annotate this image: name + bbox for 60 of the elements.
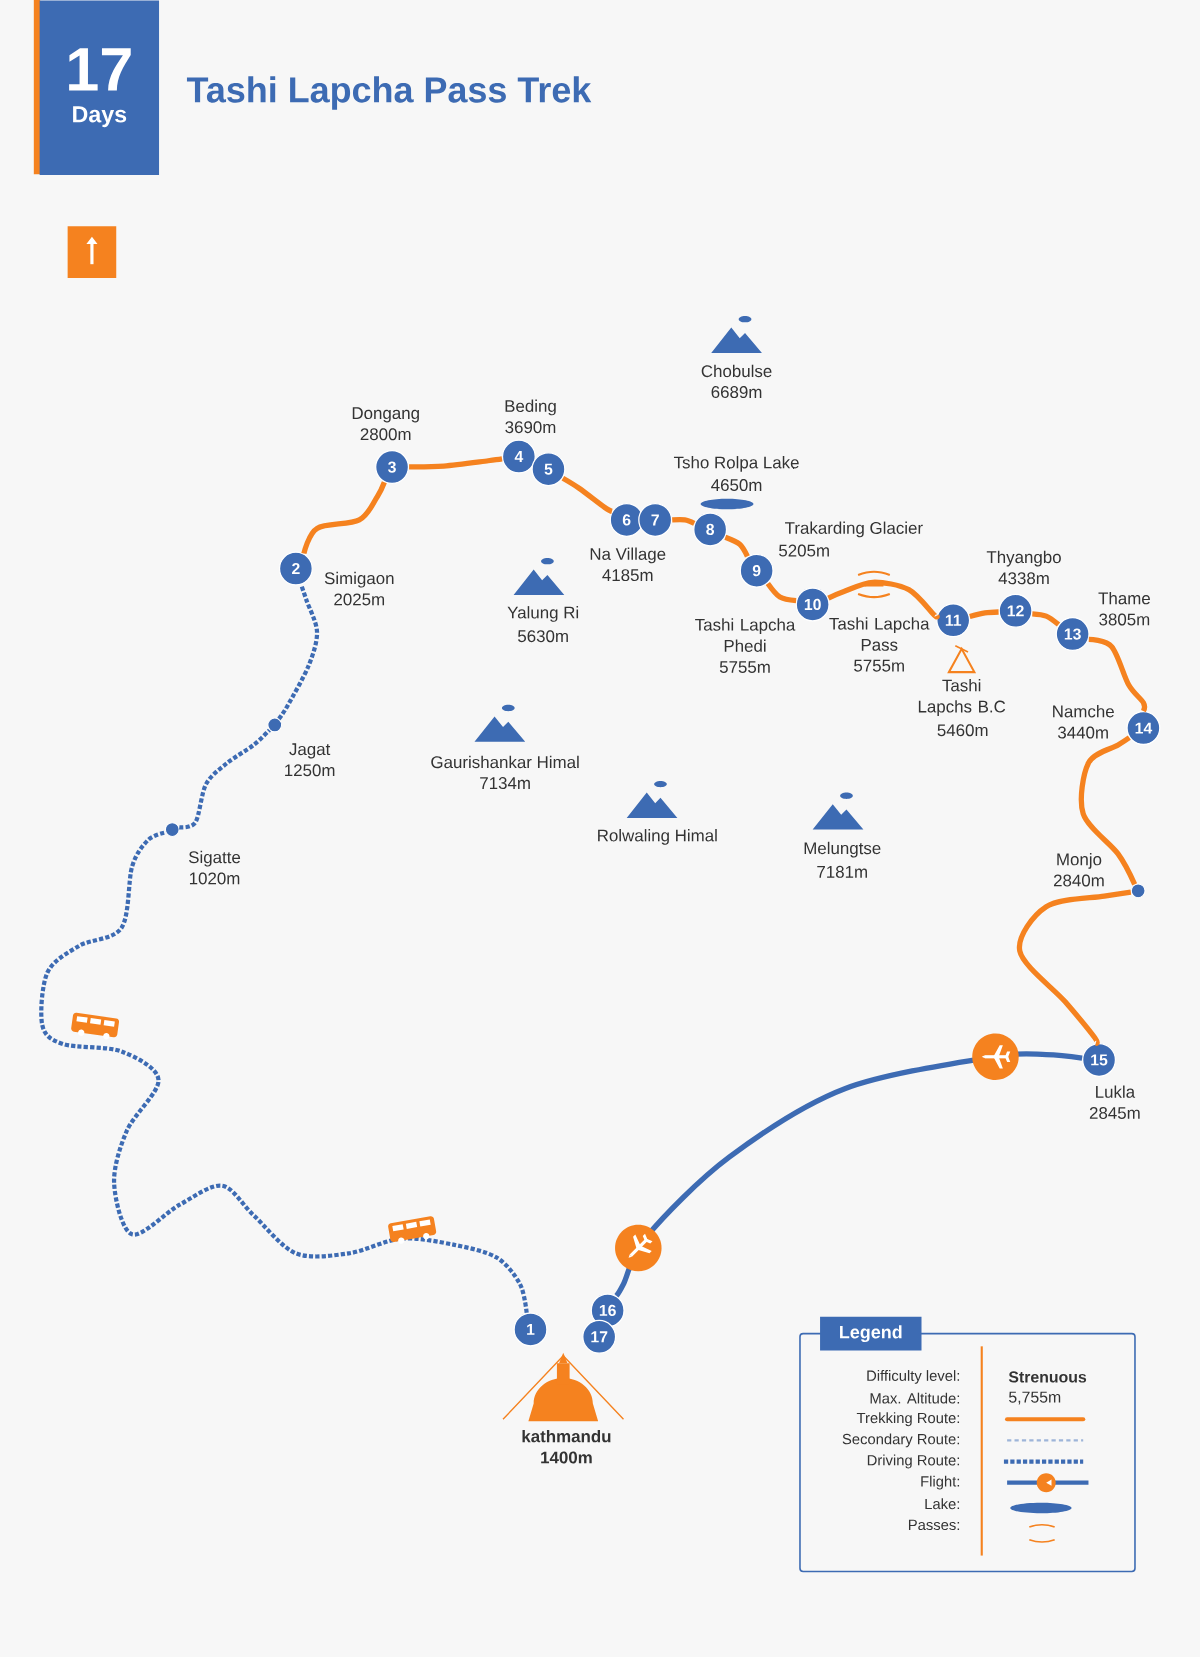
legend-text: Lake: [925,1498,959,1510]
place-label: Gaurishankar Himal [431,755,579,769]
place-label: Tashi Lapcha Pass [829,617,930,651]
legend-text: Trekking Route: [856,1412,959,1427]
place-label: Tashi Lapcha Phedi 5755m [694,618,796,674]
legend-text: Flight: [921,1475,959,1490]
route-line [1078,735,1137,886]
legend-text: Passes: [908,1519,959,1531]
place-label: Lukla 2845m [1089,1085,1140,1119]
place-label: Monjo 2840m [1053,852,1104,887]
route-line [277,584,319,721]
place-label: Jagat 1250m [284,743,335,777]
route-line [301,481,387,555]
place-label: Melungtse [804,841,881,858]
place-label: Namche 3440m [1052,705,1114,739]
place-label: 5630m [517,630,568,643]
route-line [968,609,999,620]
place-label: 5755m [853,659,904,672]
route-line [671,517,696,526]
route-line [408,456,503,470]
place-label: Rolwaling Himal [597,829,717,845]
title: Tashi Lapcha Pass Trek [186,76,592,110]
place-label: 7181m [817,865,867,878]
place-label: 7134m [479,777,530,790]
legend-value: Strenuous [1008,1371,1086,1383]
place-label: Yalung Ri [507,606,578,622]
place-label: Dongang 2800m [352,407,419,441]
legend-value: 5,755m [1008,1391,1060,1405]
stupa-drawing [502,1352,624,1422]
place-label: Simigaon 2025m [324,571,394,606]
place-label: Beding 3690m [505,399,556,434]
route-line [1088,636,1147,712]
place-label: 5460m [937,724,988,737]
place-label: Na Village 4185m [590,547,666,582]
route-line [1031,611,1060,627]
place-label: Trakarding Glacier [784,521,923,538]
place-label: 4650m [710,479,762,492]
days-badge: 17 Days [33,0,159,175]
place-label: Thame 3805m [1098,591,1150,626]
route-line [38,830,529,1314]
legend-text: Secondary Route: [842,1433,959,1448]
route-line [724,534,750,558]
legend-header: Legend [819,1316,922,1351]
place-label: Thyangbo 4338m [986,550,1061,585]
route-line [561,475,613,514]
place-label: Tsho Rolpa Lake [673,456,799,472]
place-label: Sigatte 1020m [188,850,240,885]
route-line [1016,889,1131,1045]
place-label: 5205m [778,544,829,557]
route-line [613,1051,1083,1298]
place-label: kathmandu 1400m [522,1429,611,1464]
route-line [827,579,938,619]
place-label: 6689m [711,386,762,399]
place-label: Tashi Lapchs B.C [918,679,1005,716]
route-line [765,581,797,604]
legend-text: Driving Route: [867,1454,959,1469]
route-line [178,728,271,830]
legend-text: Max. Altitude: [870,1392,959,1404]
legend-text: Difficulty level: [867,1370,959,1384]
place-label: Chobulse [701,364,772,378]
